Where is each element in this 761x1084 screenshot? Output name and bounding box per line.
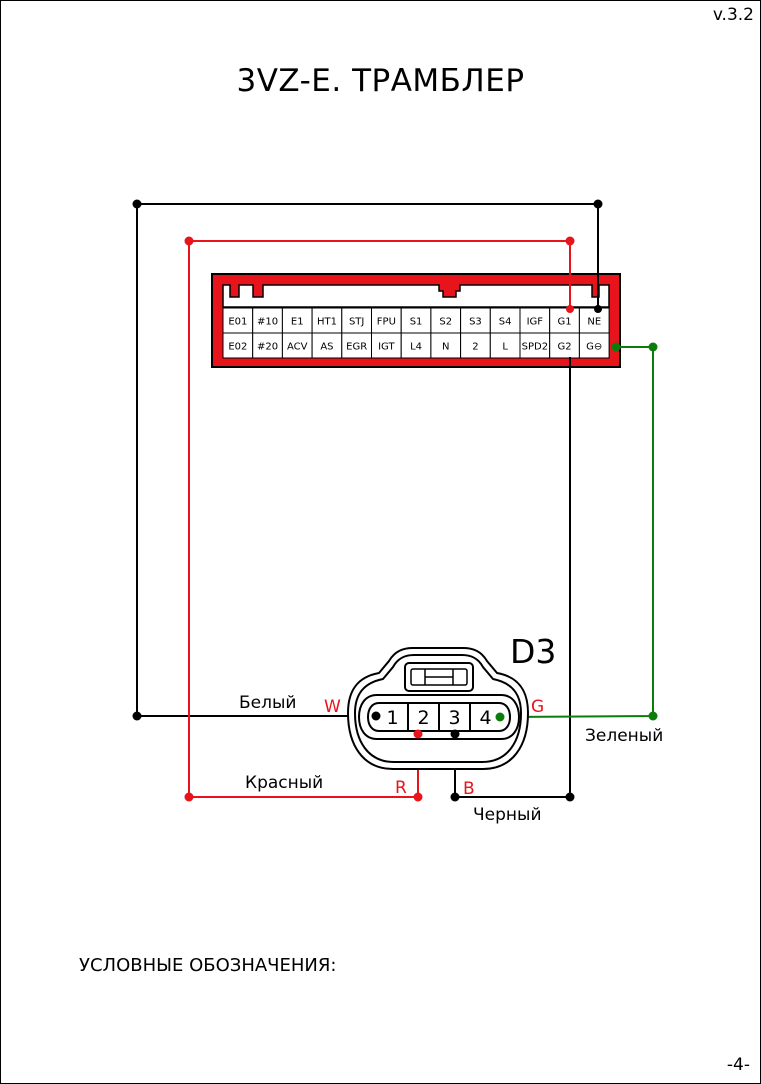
ecu-pin-label: SPD2: [522, 342, 548, 353]
ecu-pin-label: STJ: [349, 317, 364, 328]
page-title: 3VZ-E. ТРАМБЛЕР: [236, 63, 525, 99]
d3-pin-number: 2: [417, 707, 429, 729]
junction-dot: [450, 792, 460, 802]
ecu-pin-cell: [222, 332, 254, 359]
junction-dot: [593, 199, 603, 209]
ecu-pin-cell: [341, 332, 372, 359]
ecu-pin-label: HT1: [317, 317, 337, 328]
ecu-pin-label: G2: [557, 342, 571, 353]
junction-dot: [413, 729, 423, 739]
ecu-pin-cell: [460, 332, 491, 359]
junction-dot: [450, 729, 460, 739]
wire-label-green: Зеленый: [585, 726, 663, 746]
junction-dot: [184, 792, 194, 802]
junction-dot: [495, 712, 505, 722]
ecu-pin-cell: [519, 307, 551, 334]
ecu-pin-cell: [400, 332, 432, 359]
junction-dot: [594, 305, 602, 313]
connector-title: D3: [510, 632, 556, 671]
ecu-pin-label: IGT: [378, 342, 395, 353]
ecu-pin-label: L4: [410, 342, 422, 353]
ecu-pin-label: EGR: [346, 342, 367, 353]
ecu-pin-label: S3: [469, 317, 482, 328]
d3-pin-number: 4: [479, 707, 491, 729]
legend-title: УСЛОВНЫЕ ОБОЗНАЧЕНИЯ:: [79, 955, 337, 976]
version-label: v.3.2: [712, 5, 754, 25]
d3-pin-number: 1: [386, 707, 398, 729]
wire-code-black: B: [463, 779, 475, 799]
d3-pin-number: 3: [448, 707, 460, 729]
wire-code-green: G: [531, 697, 544, 717]
ecu-pin-label: IGF: [527, 317, 544, 328]
ecu-pin-label: 2: [472, 342, 478, 353]
wire-code-red: R: [395, 778, 407, 798]
ecu-pin-grid: E01 #10 E1 HT1 STJ FPU S1 S2 S3 S4 IGF G1 NE E02 #20 AC…: [222, 307, 610, 359]
ecu-pin-label: N: [442, 342, 449, 353]
ecu-pin-cell: [222, 307, 254, 334]
wire-code-white: W: [324, 697, 341, 717]
junction-dot: [565, 236, 575, 246]
ecu-pin-cell: [519, 332, 551, 359]
junction-dot: [413, 792, 423, 802]
wire-gminus-green: [499, 346, 654, 718]
ecu-pin-cell: [430, 332, 462, 359]
ecu-pin-cell: [252, 307, 283, 334]
ecu-pin-label: E02: [228, 342, 247, 353]
ecu-pin-label: AS: [320, 342, 333, 353]
ecu-pin-cell: [460, 307, 491, 334]
connector-shell-inner: [353, 654, 523, 763]
ecu-pin-label: L: [502, 342, 508, 353]
ecu-pin-cell: [578, 332, 610, 359]
ecu-pin-label: E01: [228, 317, 247, 328]
junction-dot: [648, 342, 658, 352]
ecu-pin-cell: [252, 332, 283, 359]
ecu-pin-label: FPU: [377, 317, 396, 328]
wire-label-black: Черный: [473, 805, 542, 825]
ecu-pin-label: S2: [439, 317, 452, 328]
ecu-pin-label: G1: [557, 317, 571, 328]
ecu-pin-cell: [400, 307, 432, 334]
junction-dot: [132, 199, 142, 209]
wire-label-red: Красный: [245, 773, 323, 793]
ecu-pin-label: #10: [257, 317, 278, 328]
ecu-pin-cell: [549, 307, 580, 334]
ecu-pin-cell: [549, 332, 580, 359]
wire-label-white: Белый: [239, 693, 296, 713]
ecu-pin-label: S1: [410, 317, 423, 328]
ecu-pin-cell: [489, 332, 521, 359]
ecu-connector-face: [222, 284, 610, 308]
junction-dot: [184, 236, 194, 246]
junction-dot: [566, 305, 574, 313]
junction-dot: [648, 711, 658, 721]
ecu-pin-cell: [281, 332, 313, 359]
junction-dot: [565, 792, 575, 802]
ecu-pin-label: NE: [587, 317, 601, 328]
ecu-pin-label: E1: [291, 317, 304, 328]
junction-dot: [371, 711, 381, 721]
junction-dot: [611, 342, 621, 352]
junction-dot: [132, 711, 142, 721]
wire-g1-red: [188, 240, 571, 798]
ecu-pin-cell: [311, 332, 343, 359]
ecu-pin-label: G⊖: [586, 342, 602, 353]
page-number: -4-: [726, 1055, 750, 1075]
ecu-pin-label: ACV: [287, 342, 308, 353]
ecu-connector: E01 #10 E1 HT1 STJ FPU S1 S2 S3 S4 IGF G1 NE E02 #20 AC…: [211, 273, 621, 368]
ecu-pin-label: S4: [499, 317, 512, 328]
ecu-pin-label: #20: [257, 342, 278, 353]
